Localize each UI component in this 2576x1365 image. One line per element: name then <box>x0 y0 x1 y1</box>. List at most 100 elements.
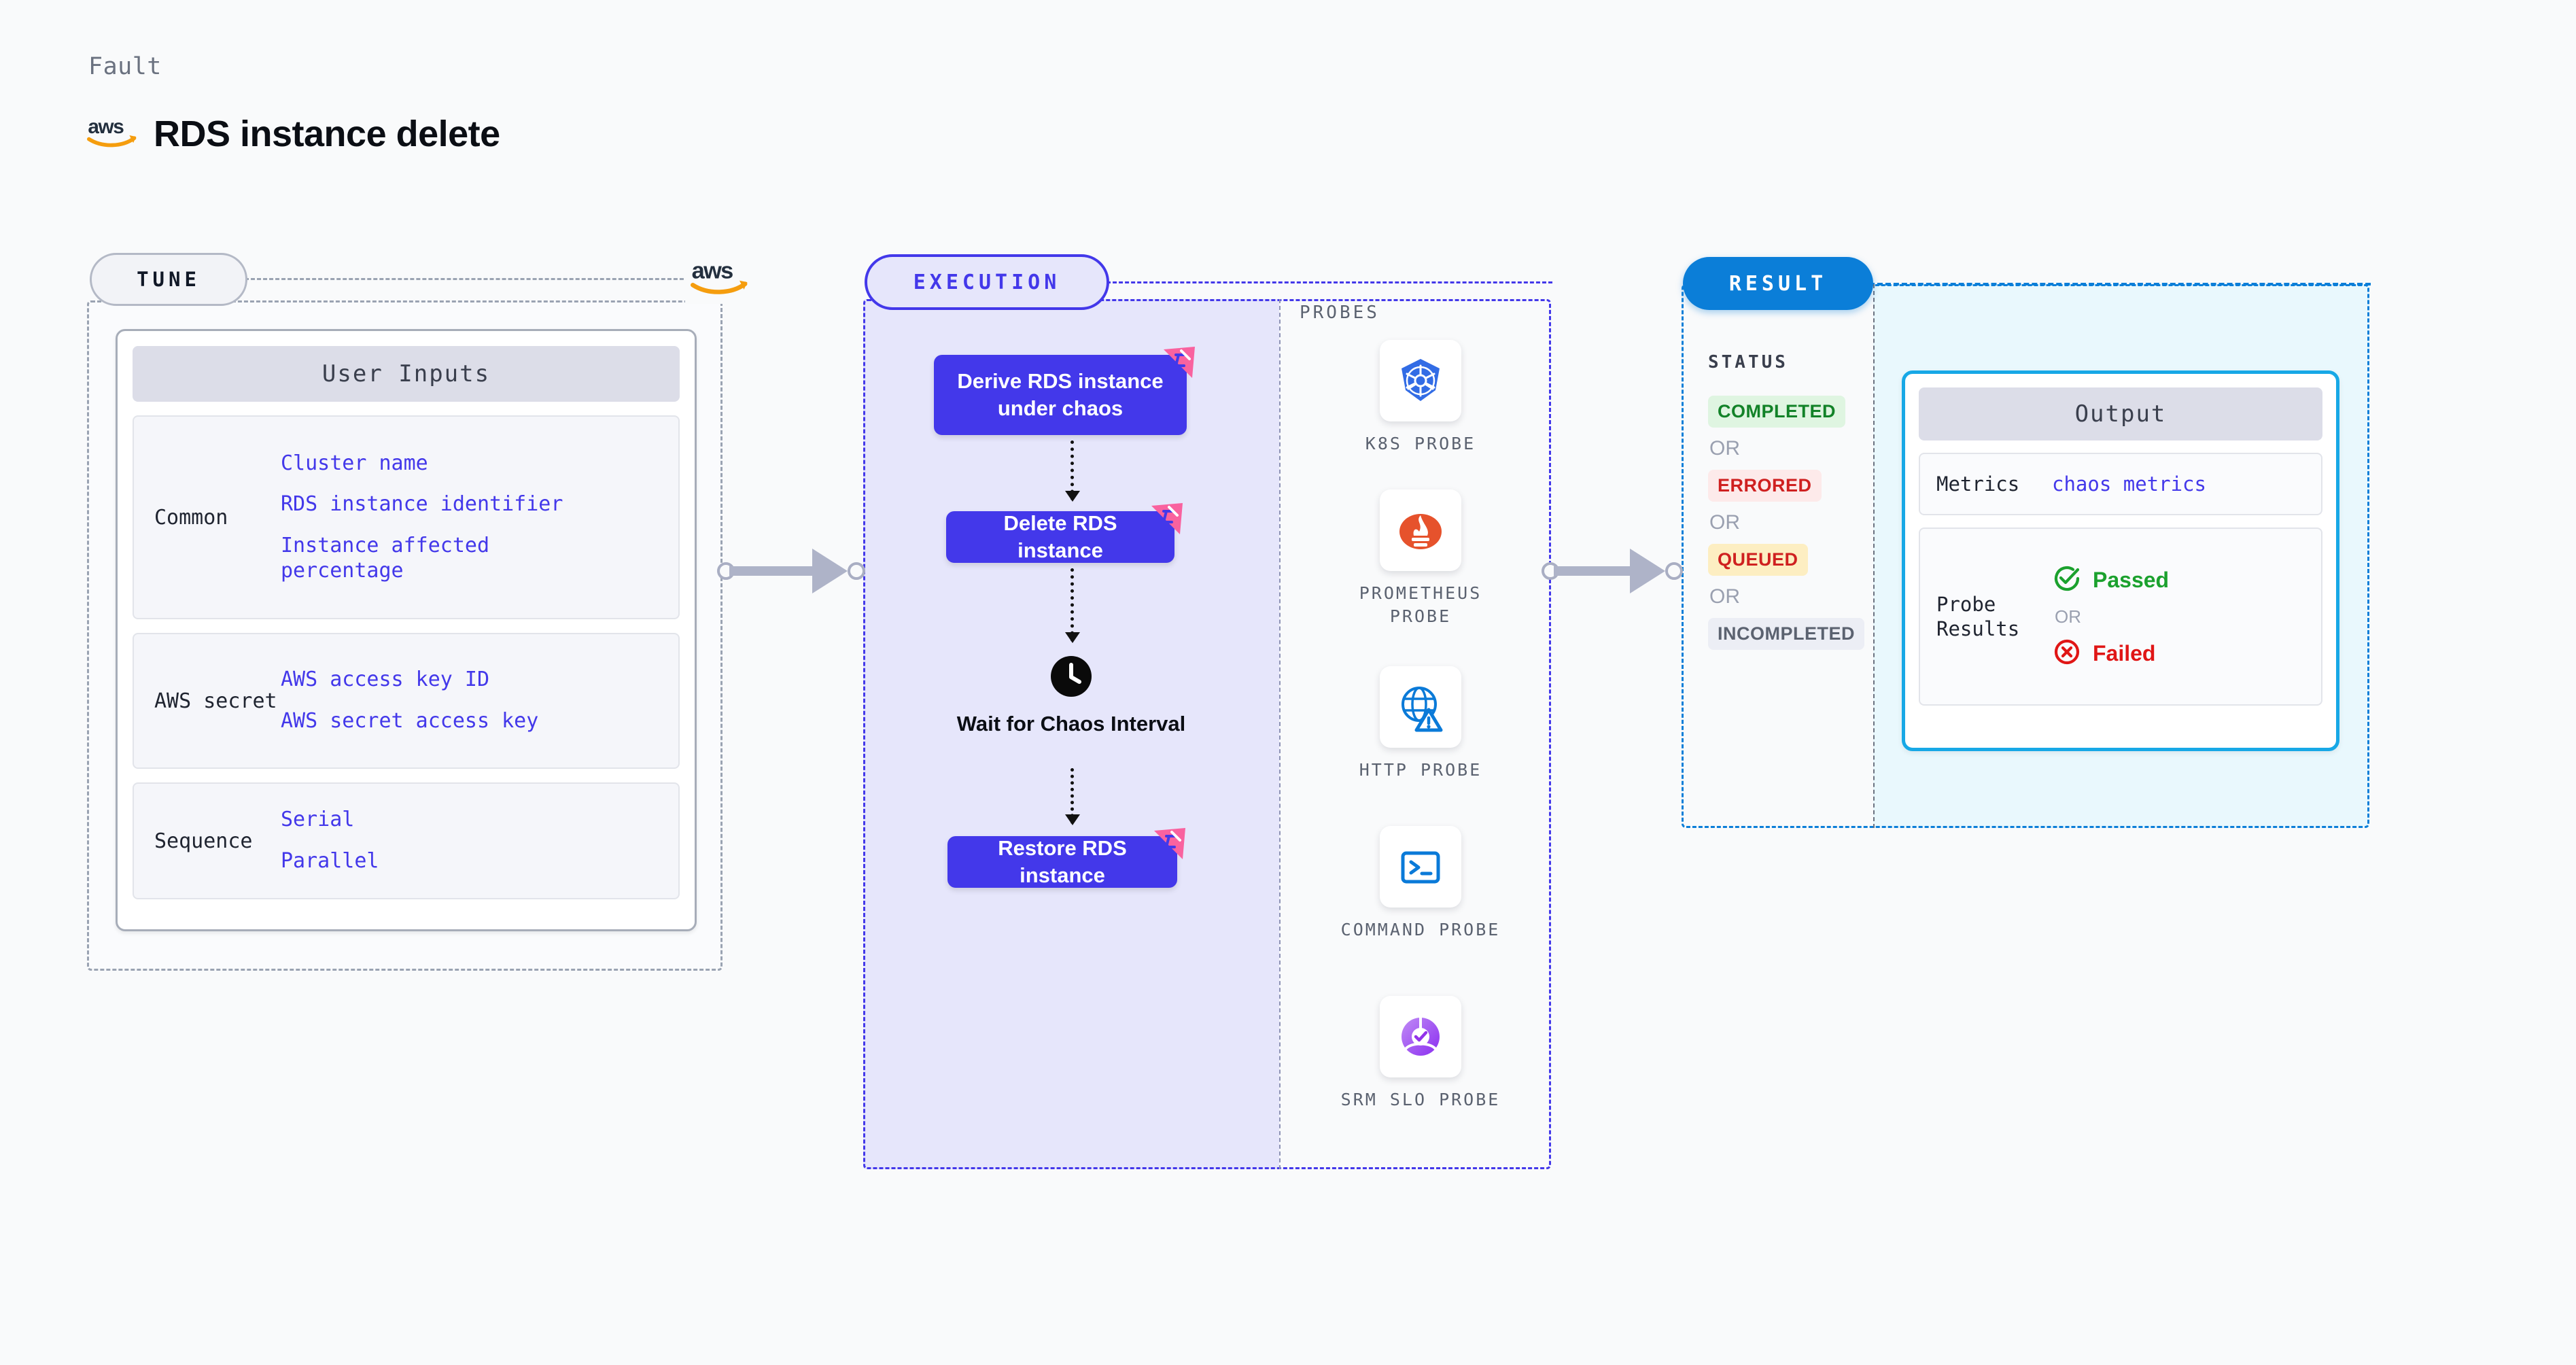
input-value[interactable]: Cluster name <box>281 451 428 475</box>
execution-step-derive[interactable]: Derive RDS instance under chaos <box>934 347 1195 435</box>
input-value[interactable]: Parallel <box>281 849 379 873</box>
probe-k8s[interactable]: K8S PROBE <box>1325 340 1516 455</box>
srm-slo-icon <box>1380 996 1461 1077</box>
input-group-common: Common Cluster name RDS instance identif… <box>133 415 680 619</box>
svg-text:aws: aws <box>88 116 124 138</box>
aws-logo-icon: aws <box>87 114 140 153</box>
connector-line <box>729 566 831 576</box>
svg-text:aws: aws <box>692 258 733 283</box>
tune-pill[interactable]: TUNE <box>90 253 247 306</box>
output-metrics-value[interactable]: chaos metrics <box>2052 472 2206 496</box>
prometheus-icon <box>1380 489 1461 571</box>
execution-top-dash <box>1107 281 1552 283</box>
input-value[interactable]: RDS instance identifier <box>281 492 563 517</box>
status-or: OR <box>1709 437 1740 460</box>
input-group-values: AWS access key ID AWS secret access key <box>281 668 538 733</box>
execution-step-delete[interactable]: Delete RDS instance <box>946 503 1183 563</box>
tune-top-dash <box>245 278 720 280</box>
input-group-sequence: Sequence Serial Parallel <box>133 782 680 899</box>
probe-result-passed[interactable]: Passed <box>2052 564 2169 597</box>
execution-pill[interactable]: EXECUTION <box>865 254 1109 310</box>
output-card: Output Metrics chaos metrics Probe Resul… <box>1902 370 2339 751</box>
input-value[interactable]: AWS secret access key <box>281 709 539 733</box>
status-badge-incompleted[interactable]: INCOMPLETED <box>1708 618 1865 650</box>
output-row-metrics: Metrics chaos metrics <box>1919 453 2322 515</box>
status-badge-label: QUEUED <box>1708 544 1808 576</box>
input-group-values: Serial Parallel <box>281 808 379 874</box>
input-value[interactable]: AWS access key ID <box>281 668 490 692</box>
input-group-values: Cluster name RDS instance identifier Ins… <box>281 451 573 583</box>
probe-command[interactable]: COMMAND PROBE <box>1325 826 1516 941</box>
connector-end-dot <box>848 562 865 580</box>
probe-label: K8S PROBE <box>1365 434 1476 453</box>
probe-result-or: OR <box>2055 606 2081 627</box>
x-circle-icon <box>2052 637 2082 670</box>
status-badge-label: COMPLETED <box>1708 396 1846 428</box>
result-pill[interactable]: RESULT <box>1683 257 1873 310</box>
output-row-label: Probe Results <box>1936 592 2020 640</box>
connector-execution-to-result <box>1542 549 1691 593</box>
clock-icon <box>1049 654 1094 702</box>
terminal-icon <box>1380 826 1461 908</box>
execution-panel: Derive RDS instance under chaos Delete R… <box>863 299 1551 1169</box>
input-group-label: AWS secret <box>154 689 277 713</box>
probe-label: COMMAND PROBE <box>1340 920 1501 939</box>
input-group-label: Common <box>154 505 228 530</box>
execution-wait-label: Wait for Chaos Interval <box>956 712 1186 736</box>
page-title: RDS instance delete <box>154 113 500 154</box>
status-badge-errored[interactable]: ERRORED <box>1708 470 1864 502</box>
input-value[interactable]: Serial <box>281 808 355 832</box>
user-inputs-title: User Inputs <box>133 346 680 402</box>
output-row-probe-results: Probe Results Passed OR <box>1919 528 2322 706</box>
output-row-label: Metrics <box>1936 472 2020 496</box>
probe-result-label: Passed <box>2093 567 2170 592</box>
probe-http[interactable]: HTTP PROBE <box>1325 666 1516 782</box>
execution-step-label: Restore RDS instance <box>998 836 1127 887</box>
probe-label: HTTP PROBE <box>1359 760 1482 780</box>
status-badge-queued[interactable]: QUEUED <box>1708 544 1864 576</box>
execution-wait-node: Wait for Chaos Interval <box>863 654 1279 737</box>
execution-panel-border <box>863 299 1551 1169</box>
tune-aws-logo-icon: aws <box>685 253 757 304</box>
status-or: OR <box>1709 511 1740 534</box>
status-or: OR <box>1709 585 1740 608</box>
flow-arrow <box>1065 568 1080 643</box>
execution-step-label: Derive RDS instance under chaos <box>957 369 1164 420</box>
result-inner-divider <box>1873 284 1875 828</box>
execution-flow: Derive RDS instance under chaos Delete R… <box>863 299 1279 1169</box>
execution-step-restore[interactable]: Restore RDS instance <box>947 828 1185 888</box>
status-badge-label: INCOMPLETED <box>1708 618 1865 650</box>
status-badge-label: ERRORED <box>1708 470 1822 502</box>
connector-arrowhead <box>812 549 848 593</box>
connector-tune-to-execution <box>717 549 873 593</box>
output-title: Output <box>1919 387 2322 440</box>
fault-kicker: Fault <box>88 53 162 80</box>
probe-prometheus[interactable]: PROMETHEUS PROBE <box>1325 489 1516 628</box>
probe-results-stack: Passed OR Failed <box>2052 564 2169 670</box>
probe-srm-slo[interactable]: SRM SLO PROBE <box>1325 996 1516 1111</box>
probes-heading: PROBES <box>1300 303 1380 323</box>
probes-divider <box>1279 299 1281 1169</box>
status-list: COMPLETED OR ERRORED OR QUEUED OR INCOMP… <box>1708 396 1865 650</box>
connector-line <box>1554 566 1649 576</box>
flow-arrow <box>1065 768 1080 825</box>
input-value[interactable]: Instance affected percentage <box>281 534 490 583</box>
kubernetes-icon <box>1380 340 1461 421</box>
input-group-aws-secret: AWS secret AWS access key ID AWS secret … <box>133 633 680 769</box>
check-circle-icon <box>2052 564 2082 597</box>
connector-arrowhead <box>1630 549 1665 593</box>
status-badge-completed[interactable]: COMPLETED <box>1708 396 1864 428</box>
connector-end-dot <box>1665 562 1683 580</box>
probe-label: PROMETHEUS PROBE <box>1359 583 1482 626</box>
http-globe-warning-icon <box>1380 666 1461 748</box>
input-group-label: Sequence <box>154 829 253 853</box>
probe-label: SRM SLO PROBE <box>1340 1090 1501 1109</box>
result-top-dash <box>1869 283 2371 286</box>
user-inputs-card: User Inputs Common Cluster name RDS inst… <box>116 329 697 931</box>
flow-arrow <box>1065 440 1080 502</box>
execution-step-label: Delete RDS instance <box>1003 511 1117 562</box>
probe-result-failed[interactable]: Failed <box>2052 637 2169 670</box>
status-heading: STATUS <box>1708 352 1788 373</box>
probe-result-label: Failed <box>2093 640 2156 666</box>
